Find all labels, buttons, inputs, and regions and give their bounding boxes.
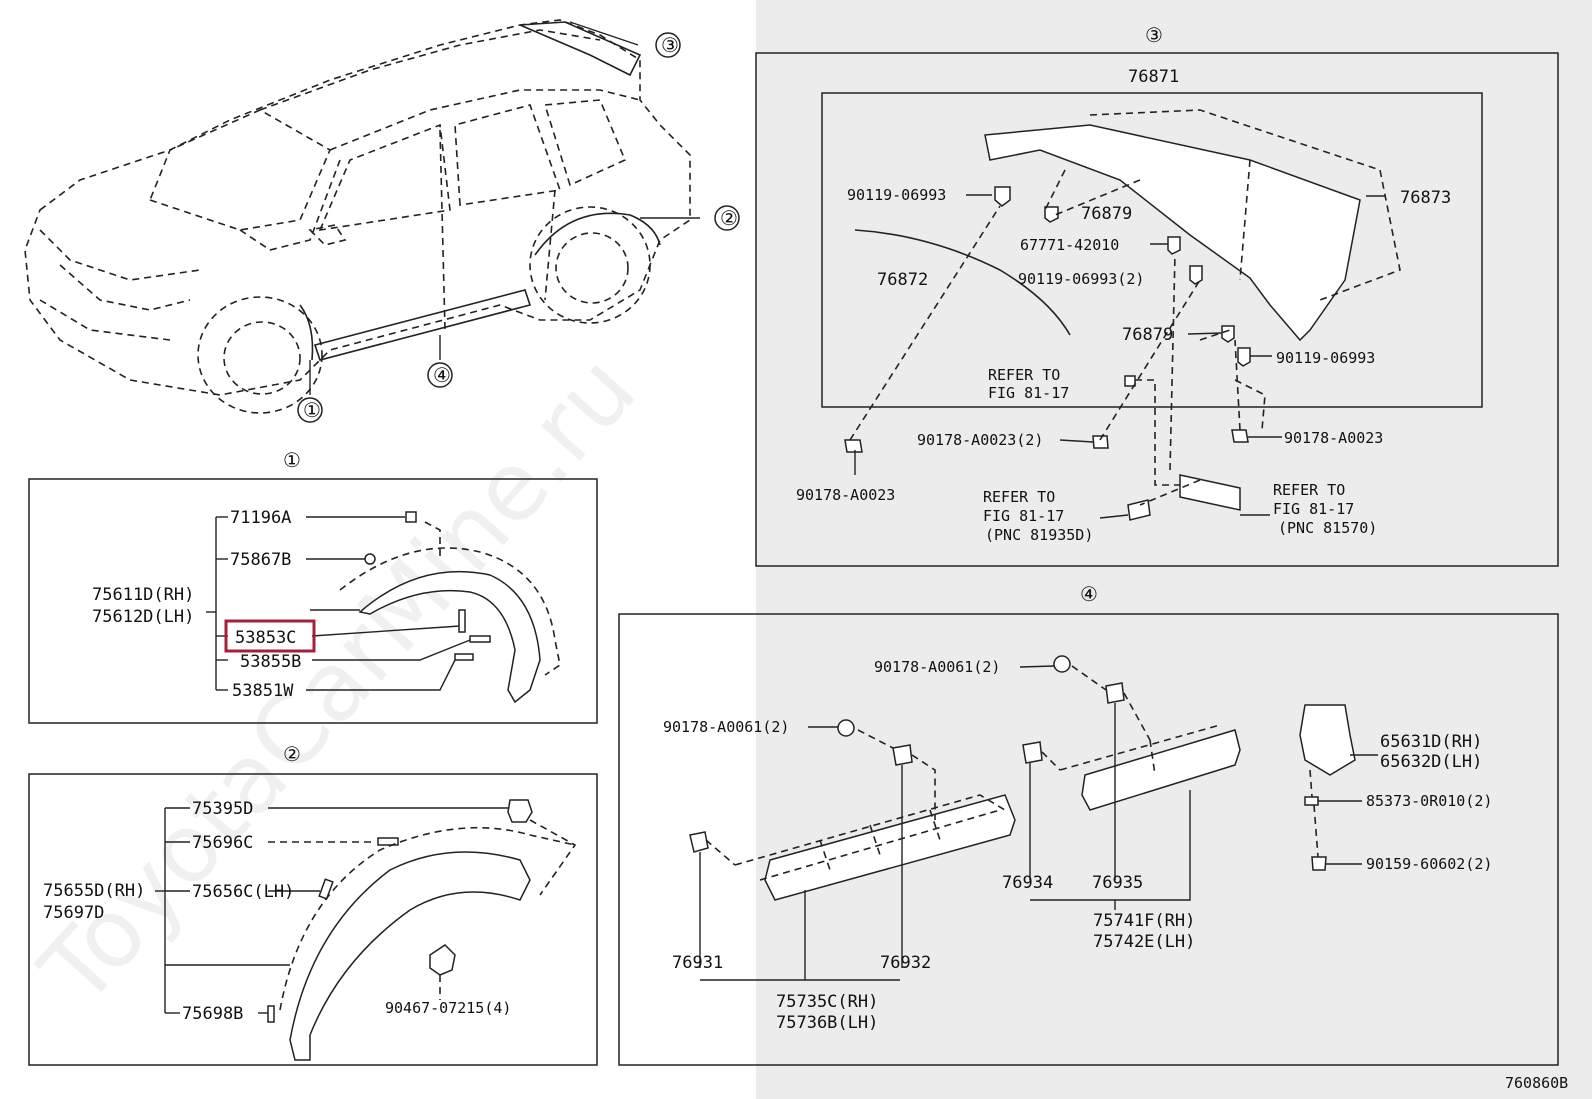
label-90467-07215: 90467-07215(4) [385, 999, 511, 1017]
highlight-box-53853C [224, 619, 316, 653]
label-refer-to-c: REFER TO [1273, 481, 1345, 499]
label-90178-A0023-2: 90178-A0023(2) [917, 431, 1043, 449]
section-1-marker: ① [283, 448, 301, 472]
label-pnc-81935D: (PNC 81935D) [985, 526, 1093, 544]
label-fig-81-17-c: FIG 81-17 [1273, 500, 1354, 518]
callout-3: ③ [661, 33, 679, 57]
label-90178-A0061-b: 90178-A0061(2) [663, 718, 789, 736]
label-90178-A0061-a: 90178-A0061(2) [874, 658, 1000, 676]
section-3: ③ [755, 23, 1559, 567]
label-75656C: 75697D [43, 903, 104, 923]
label-75697D: 75656C(LH) [192, 882, 294, 902]
label-90159-60602: 90159-60602(2) [1366, 855, 1492, 873]
label-65631D: 65631D(RH) [1380, 732, 1482, 752]
label-90178-A0023-b: 90178-A0023 [796, 486, 895, 504]
label-fig-81-17-a: FIG 81-17 [988, 384, 1069, 402]
label-90119-06993-a: 90119-06993 [847, 186, 946, 204]
label-76934: 76934 [1002, 873, 1053, 893]
label-90119-06993-2: 90119-06993(2) [1018, 270, 1144, 288]
label-76931: 76931 [672, 953, 723, 973]
label-75735C: 75735C(RH) [776, 992, 878, 1012]
label-fig-81-17-b: FIG 81-17 [983, 507, 1064, 525]
label-85373-0R010: 85373-0R010(2) [1366, 792, 1492, 810]
label-53851W: 53851W [232, 681, 294, 701]
callout-4: ④ [433, 363, 451, 387]
label-75741F: 75741F(RH) [1093, 911, 1195, 931]
callout-1: ① [303, 398, 321, 422]
label-65632D: 65632D(LH) [1380, 752, 1482, 772]
label-pnc-81570: (PNC 81570) [1278, 519, 1377, 537]
label-67771-42010: 67771-42010 [1020, 236, 1119, 254]
label-76932: 76932 [880, 953, 931, 973]
label-75655D: 75655D(RH) [43, 881, 145, 901]
label-90178-A0023-a: 90178-A0023 [1284, 429, 1383, 447]
section-3-marker: ③ [1145, 23, 1163, 47]
section-2: ② 75395D 75696C 75655D(RH) 75656C(LH) 75… [28, 742, 598, 1066]
diagram-code: 760860B [1505, 1074, 1568, 1092]
label-refer-to-a: REFER TO [988, 366, 1060, 384]
label-75736B: 75736B(LH) [776, 1013, 878, 1033]
label-75867B: 75867B [230, 550, 291, 570]
label-76879-a: 76879 [1081, 204, 1132, 224]
label-71196A: 71196A [230, 508, 291, 528]
label-76935: 76935 [1092, 873, 1143, 893]
label-75698B: 75698B [182, 1004, 243, 1024]
label-75395D: 75395D [192, 799, 253, 819]
overview-callouts: ③ ② ④ ① [297, 32, 740, 423]
label-75612D: 75612D(LH) [92, 607, 194, 627]
label-76873: 76873 [1400, 188, 1451, 208]
label-76879-b: 76879 [1122, 325, 1173, 345]
label-75611D: 75611D(RH) [92, 585, 194, 605]
label-refer-to-b: REFER TO [983, 488, 1055, 506]
label-76872: 76872 [877, 270, 928, 290]
vehicle-overview [24, 19, 700, 414]
section-4: ④ [618, 582, 1559, 1066]
label-76871: 76871 [1128, 67, 1179, 87]
label-75696C: 75696C [192, 833, 253, 853]
label-90119-06993-b: 90119-06993 [1276, 349, 1375, 367]
label-53853C: 53853C [235, 628, 296, 648]
callout-2: ② [720, 206, 738, 230]
section-1: ① 71196A 75867B 75611D(RH) 75612D(LH) 53… [28, 448, 598, 724]
section-2-marker: ② [283, 742, 301, 766]
label-53855B: 53855B [240, 652, 301, 672]
label-75742E: 75742E(LH) [1093, 932, 1195, 952]
section-4-marker: ④ [1080, 582, 1098, 606]
